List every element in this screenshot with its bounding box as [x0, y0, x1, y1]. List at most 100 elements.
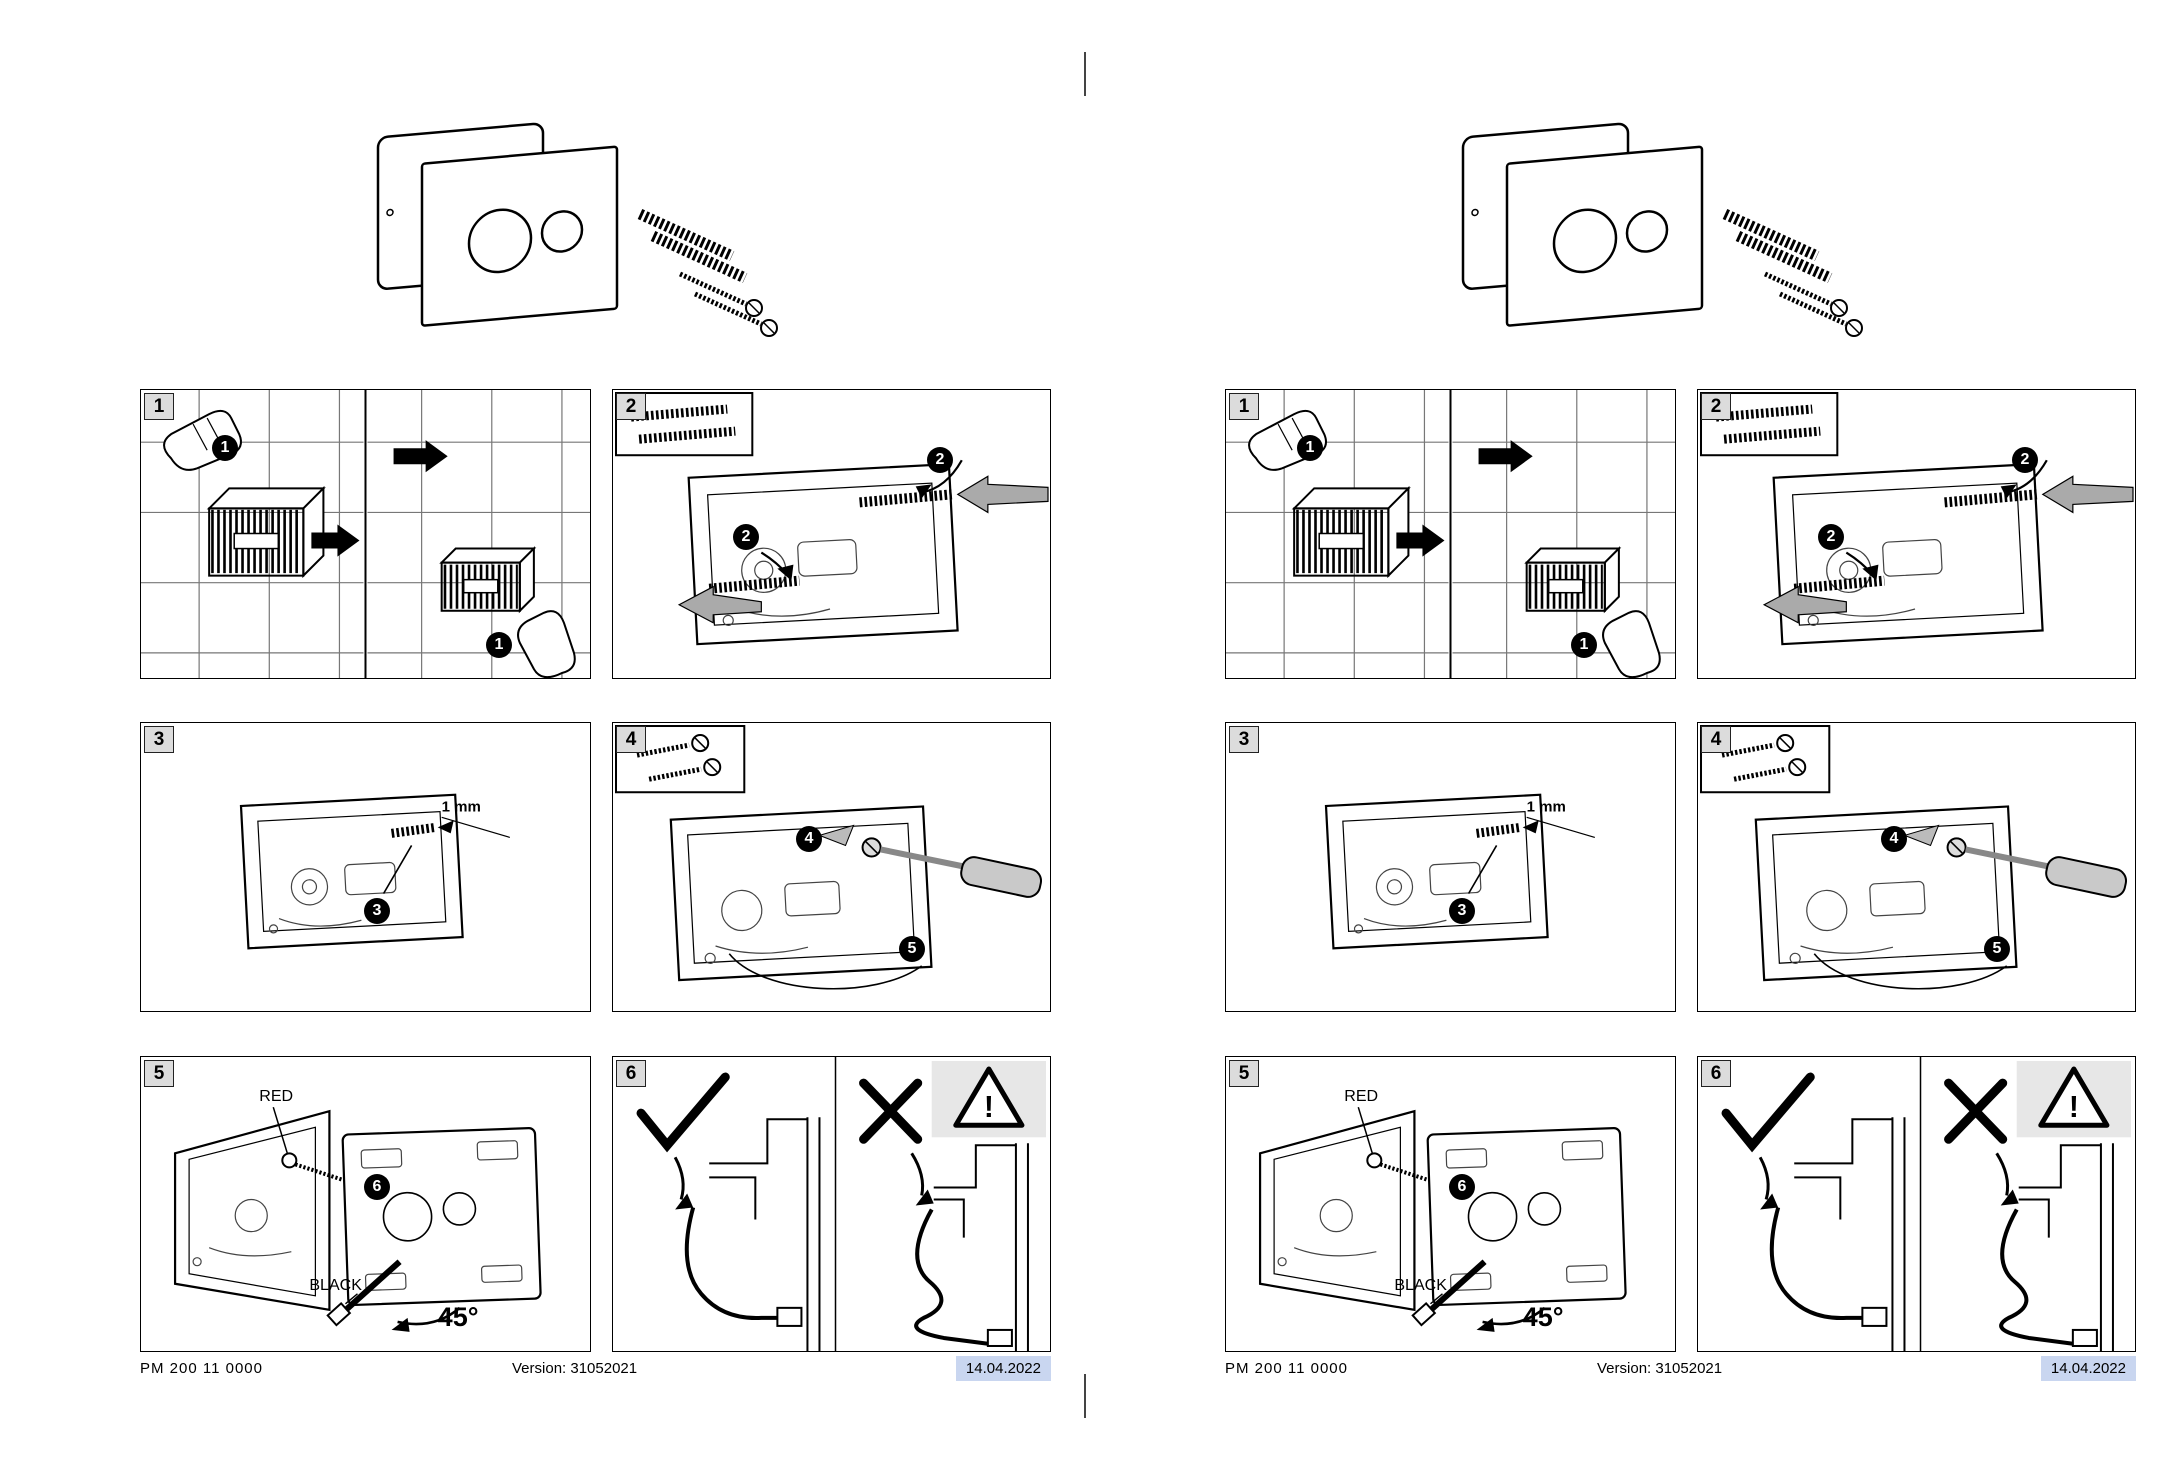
hand-icon: [1602, 610, 1661, 678]
callout-marker-5: 5: [899, 936, 925, 962]
screw-icon: [693, 291, 778, 337]
wall-plug-icon: [859, 489, 953, 508]
protection-box: [1291, 485, 1411, 579]
callout-marker-2: 2: [2012, 447, 2038, 473]
check-icon: [636, 1072, 730, 1153]
screwdriver-shaft: [1965, 846, 2050, 870]
black-cable-label: BLACK: [309, 1276, 362, 1294]
step-number-badge: 6: [616, 1060, 646, 1087]
version-label: Version: 31052021: [512, 1360, 638, 1377]
red-wire-label: RED: [1344, 1087, 1378, 1105]
callout-marker-1: 1: [486, 632, 512, 658]
product-illustration: [350, 92, 810, 357]
parts-inset-box: [1700, 392, 1839, 457]
wall-plug-icon: [638, 426, 736, 444]
warning-exclamation: !: [984, 1091, 994, 1124]
step-4-panel: 4 4 5: [1697, 722, 2136, 1012]
step-1-panel: 1 1 1: [1225, 389, 1676, 679]
step-number-badge: 5: [144, 1060, 174, 1087]
angle-label: 45°: [1523, 1301, 1564, 1332]
callout-marker-3: 3: [364, 898, 390, 924]
flush-plate-exploded-icon: [1461, 122, 1863, 337]
wall-plug-icon: [637, 208, 735, 262]
warning-triangle-icon: [953, 1066, 1025, 1128]
direction-arrow-icon: [393, 440, 448, 473]
step-number-badge: 5: [1229, 1060, 1259, 1087]
center-crop-mark-bottom: [1084, 1374, 1086, 1418]
screw-icon: [636, 734, 710, 758]
document-number: PM 200 11 0000: [1225, 1360, 1348, 1377]
step-6-illustration: !: [636, 1057, 1046, 1351]
step-number-badge: 2: [616, 393, 646, 420]
gap-label: 1 mm: [442, 798, 481, 815]
screwdriver-shaft: [880, 846, 965, 870]
step-3-panel: 1 mm 3 3: [1225, 722, 1676, 1012]
step-5-panel: RED BLACK 45°: [140, 1056, 591, 1352]
opened-frame: [1258, 1109, 1416, 1312]
step-2-panel: 2 2 2: [1697, 389, 2136, 679]
wall-plug-icon: [1722, 208, 1820, 262]
instruction-page-right: 1 1 1: [1085, 0, 2170, 1480]
wall-plug-icon: [390, 822, 437, 838]
callout-marker-4: 4: [796, 826, 822, 852]
document-number: PM 200 11 0000: [140, 1360, 263, 1377]
callout-marker-1: 1: [1297, 435, 1323, 461]
direction-arrow-icon: [1478, 440, 1533, 473]
step-6-panel: ! 6: [612, 1056, 1051, 1352]
product-illustration: [1435, 92, 1895, 357]
cable-correct: [1769, 1206, 1867, 1320]
instruction-page-left: 1 1 1: [140, 92, 1051, 1381]
hand-icon: [517, 610, 576, 678]
wall-plug-icon: [1723, 426, 1821, 444]
wall-section: [709, 1117, 821, 1351]
page-footer: PM 200 11 0000 Version: 31052021 14.04.2…: [1225, 1356, 2136, 1384]
date-stamp: 14.04.2022: [955, 1356, 1051, 1381]
push-arrow-icon: [2041, 475, 2134, 514]
red-wire-label: RED: [259, 1087, 293, 1105]
wall-section: [2018, 1143, 2114, 1351]
cross-icon: [1944, 1078, 2008, 1144]
callout-marker-2: 2: [1818, 524, 1844, 550]
protection-box: [1524, 546, 1622, 614]
center-crop-mark-top: [1084, 52, 1086, 96]
step-1-panel: 1 1 1: [140, 389, 591, 679]
callout-marker-4: 4: [1881, 826, 1907, 852]
screwdriver-handle: [2045, 856, 2127, 898]
measure-arrow-icon: [437, 820, 454, 834]
protection-box: [439, 546, 537, 614]
cable-wrong: [914, 1208, 991, 1346]
wall-section: [1794, 1117, 1906, 1351]
mounting-frame: [687, 462, 959, 646]
step-1-illustration: [1226, 390, 1675, 678]
cable-correct: [684, 1206, 782, 1320]
screw-icon: [1778, 291, 1863, 337]
wall-plug-icon: [1475, 822, 1522, 838]
step-number-badge: 4: [616, 726, 646, 753]
wall-plug-icon: [1715, 404, 1813, 422]
step-5-illustration: RED BLACK 45°: [1258, 1087, 1627, 1332]
step-3-illustration: 1 mm: [1324, 793, 1595, 950]
callout-marker-6: 6: [1449, 1174, 1475, 1200]
opened-frame: [173, 1109, 331, 1312]
push-arrow-icon: [956, 475, 1049, 514]
cross-icon: [859, 1078, 923, 1144]
screw-head: [1366, 1152, 1383, 1169]
warning-triangle-icon: [2038, 1066, 2110, 1128]
step-5-illustration: RED BLACK 45°: [173, 1087, 542, 1332]
wall-plug-icon: [630, 404, 728, 422]
step-2-panel: 2 2 2: [612, 389, 1051, 679]
protection-box: [206, 485, 326, 579]
screw-icon: [1733, 758, 1807, 782]
callout-marker-3: 3: [1449, 898, 1475, 924]
step-3-illustration: 1 mm: [239, 793, 510, 950]
mounting-frame: [1324, 793, 1549, 950]
cable-wrong: [1999, 1208, 2076, 1346]
step-number-badge: 1: [144, 393, 174, 420]
black-cable: [1424, 1259, 1487, 1317]
wall-plug-icon: [1944, 489, 2038, 508]
date-stamp: 14.04.2022: [2040, 1356, 2136, 1381]
wall-section: [933, 1143, 1029, 1351]
warning-exclamation: !: [2069, 1091, 2079, 1124]
step-4-panel: 4 4 5: [612, 722, 1051, 1012]
plate-back: [341, 1127, 542, 1307]
